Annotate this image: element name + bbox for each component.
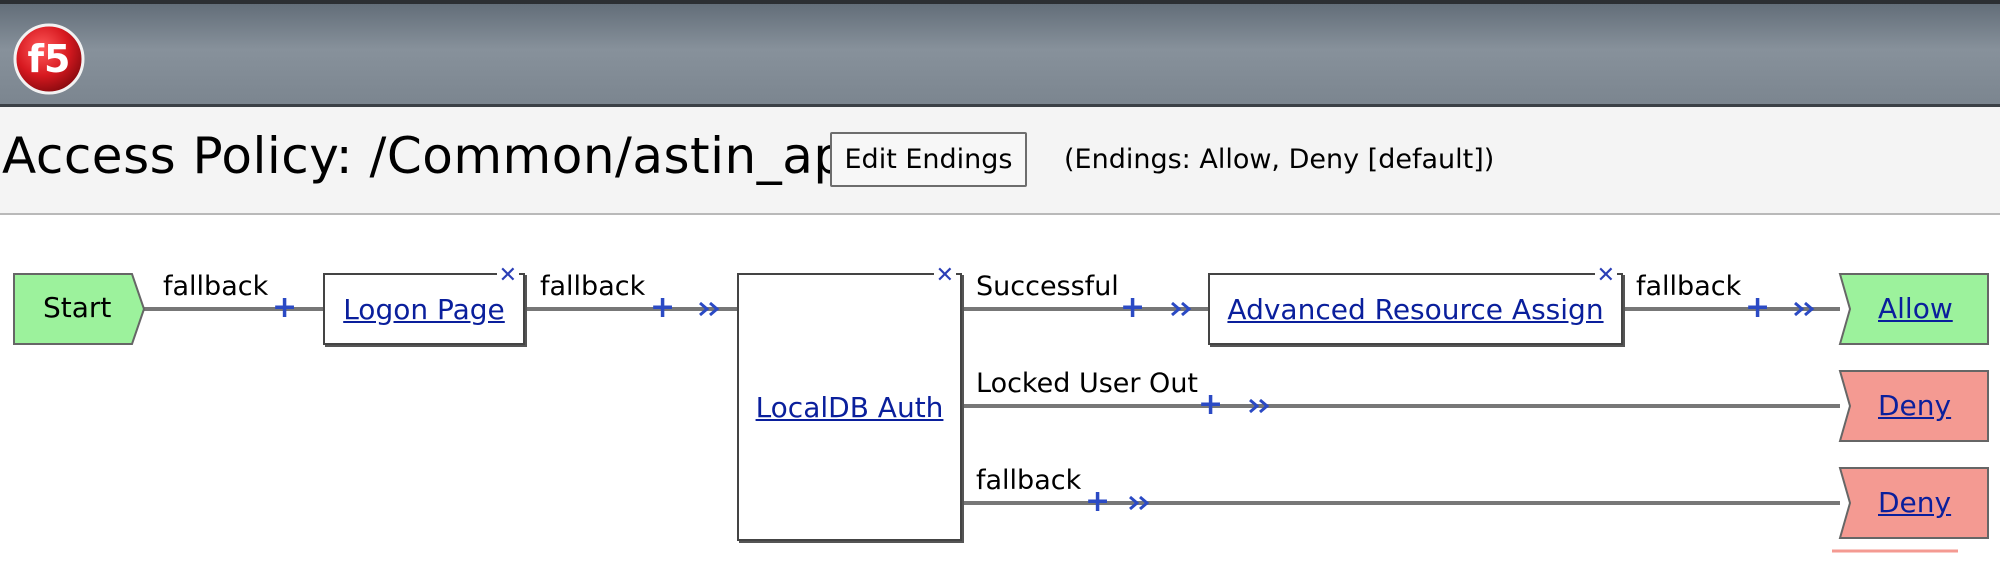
branch-label-auth-fallback: fallback (976, 465, 1082, 496)
logon-page-delete-icon[interactable]: ✕ (496, 263, 519, 288)
page-title: Access Policy: /Common/astin_ap (2, 127, 846, 185)
edit-endings-button[interactable]: Edit Endings (830, 132, 1027, 187)
add-item-plus-icon[interactable]: + (1745, 290, 1771, 325)
arrow-resource-allow (1794, 301, 1815, 317)
add-item-plus-icon[interactable]: + (1085, 484, 1111, 519)
allow-ending-shape (1838, 273, 1989, 345)
arrow-logon-localdb (699, 301, 720, 317)
allow-ending-link[interactable]: Allow (1878, 292, 1953, 325)
arrow-successful (1171, 301, 1192, 317)
deny-ending-shape-1 (1838, 370, 1989, 442)
advanced-resource-assign-node: Advanced Resource Assign ✕ (1208, 265, 1623, 345)
add-item-plus-icon[interactable]: + (1120, 290, 1146, 325)
arrow-fallback (1129, 495, 1150, 511)
advanced-resource-assign-delete-icon[interactable]: ✕ (1594, 263, 1617, 288)
advanced-resource-assign-link[interactable]: Advanced Resource Assign (1227, 292, 1604, 326)
start-label: Start (43, 291, 112, 324)
deny-ending-link-locked[interactable]: Deny (1878, 389, 1952, 422)
policy-flow-diagram: Start Logon Page ✕ LocalDB Auth ✕ Advanc… (0, 215, 2000, 582)
title-bar: Access Policy: /Common/astin_ap Edit End… (0, 107, 2000, 215)
endings-info: (Endings: Allow, Deny [default]) (1064, 144, 1495, 175)
f5-logo-text: f5 (28, 37, 71, 81)
logon-page-link[interactable]: Logon Page (343, 292, 505, 326)
arrow-locked (1249, 398, 1270, 414)
localdb-auth-link[interactable]: LocalDB Auth (755, 390, 944, 424)
branch-label-locked-user-out: Locked User Out (976, 368, 1199, 399)
add-item-plus-icon[interactable]: + (650, 290, 676, 325)
deny-ending-shape-2 (1838, 467, 1989, 539)
add-item-plus-icon[interactable]: + (272, 290, 298, 325)
branch-label-logon-fallback: fallback (540, 271, 646, 302)
top-header-bar: f5 (0, 0, 2000, 106)
localdb-auth-delete-icon[interactable]: ✕ (933, 263, 956, 288)
branch-label-successful: Successful (976, 271, 1119, 302)
localdb-auth-node: LocalDB Auth ✕ (737, 265, 962, 541)
add-item-plus-icon[interactable]: + (1198, 387, 1224, 422)
logon-page-node: Logon Page ✕ (323, 265, 525, 345)
deny-ending-link-fallback[interactable]: Deny (1878, 486, 1952, 519)
start-node (13, 273, 146, 345)
flow-connectors (13, 273, 1989, 553)
branch-label-resource-fallback: fallback (1636, 271, 1742, 302)
branch-label-start-fallback: fallback (163, 271, 269, 302)
header-divider (0, 104, 2000, 107)
f5-logo[interactable]: f5 (12, 22, 86, 96)
